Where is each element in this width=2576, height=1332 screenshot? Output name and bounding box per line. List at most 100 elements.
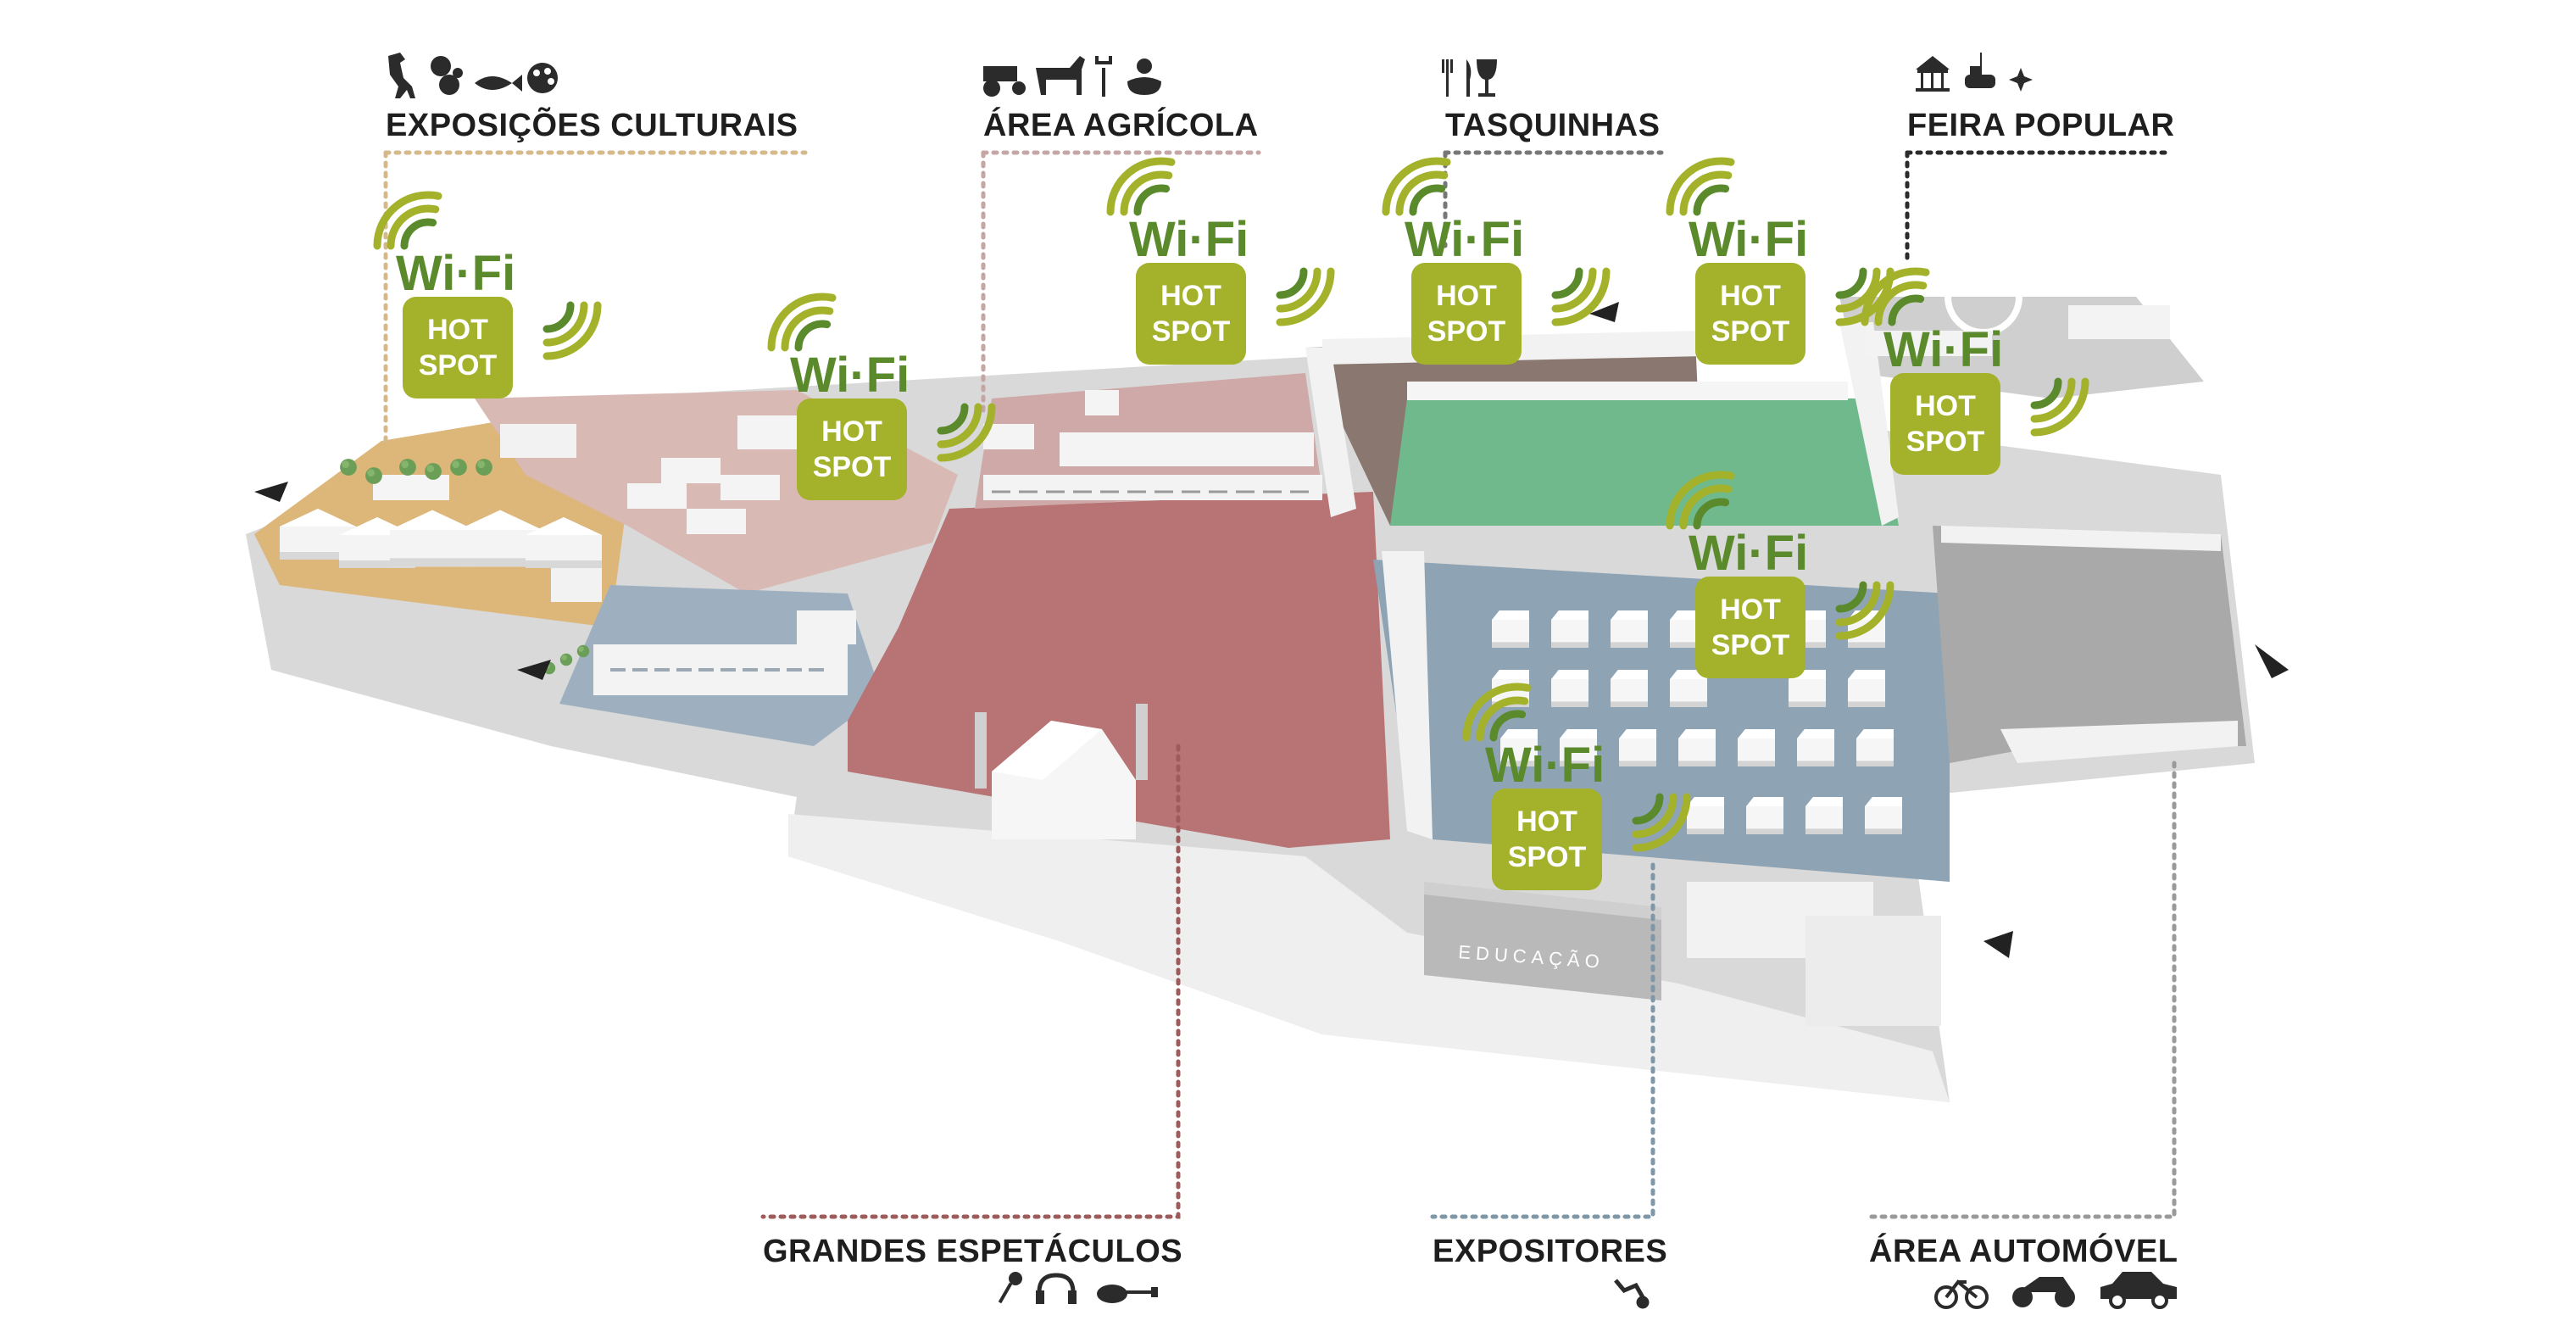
hotspot-line1: HOT — [427, 314, 488, 346]
fork-icon — [1442, 59, 1453, 97]
bumper-car-icon — [1965, 53, 1995, 88]
hotspot-line1: HOT — [1720, 280, 1781, 312]
entrance-arrow-north — [1589, 302, 1619, 322]
hotspot-line2: SPOT — [1711, 315, 1790, 348]
hotspot-badge — [1411, 263, 1522, 365]
palette-icon — [527, 63, 558, 93]
zone-automovel-label: ÁREA AUTOMÓVEL — [1869, 1232, 2178, 1269]
hotspot-badge — [1492, 789, 1602, 890]
zone-feira-label: FEIRA POPULAR — [1907, 108, 2174, 143]
wifi-signal-icon — [1106, 157, 1335, 326]
zone-tasquinhas-label: TASQUINHAS — [1445, 108, 1660, 143]
zone-expositores-ground — [1373, 560, 1950, 882]
hotspot-line1: HOT — [1915, 390, 1976, 422]
hotspot-line2: SPOT — [813, 451, 892, 483]
wifi-signal-icon — [767, 293, 996, 462]
headphones-icon — [1036, 1273, 1077, 1304]
hotspot-line1: HOT — [1516, 805, 1577, 838]
wine-glass-icon — [1477, 59, 1497, 97]
zone-tasquinhas-pitch — [1390, 398, 1899, 526]
wifi-signal-icon — [1462, 683, 1691, 852]
hotspot-badge — [1695, 577, 1805, 678]
zone-tasquinhas[interactable]: TASQUINHAS — [1442, 59, 1660, 143]
hotspot-line1: HOT — [1436, 280, 1497, 312]
feira-icons — [1916, 53, 2033, 92]
main-stage — [975, 704, 1148, 839]
zone-espetaculos-label: GRANDES ESPETÁCULOS — [763, 1232, 1182, 1269]
tractor-icon — [983, 66, 1026, 97]
horse-icon — [1036, 56, 1085, 95]
espetaculos-icons — [998, 1272, 1158, 1304]
automovel-icons — [1934, 1272, 2177, 1309]
culturais-icons — [388, 53, 558, 98]
hotspot-badge — [1136, 263, 1246, 365]
zone-agricola[interactable]: ÁREA AGRÍCOLA — [983, 56, 1259, 143]
sparkle-icon — [2009, 68, 2033, 92]
hotspot-line2: SPOT — [1508, 841, 1587, 873]
robot-arm-icon — [1614, 1279, 1650, 1309]
fish-icon — [475, 75, 522, 92]
zone-culturais-label: EXPOSIÇÕES CULTURAIS — [386, 106, 798, 143]
hotspot-badge — [1890, 373, 2000, 475]
squirrel-icon — [431, 56, 463, 95]
hotspot-line2: SPOT — [1906, 426, 1985, 458]
zone-agricola-label: ÁREA AGRÍCOLA — [983, 106, 1259, 143]
hotspot-line2: SPOT — [1711, 629, 1790, 661]
zone-automovel-ground — [1933, 526, 2246, 763]
entrance-arrow-east — [2255, 644, 2289, 678]
hotspot-badge — [403, 297, 513, 398]
pitchfork-icon — [1095, 56, 1112, 97]
zone-expositores[interactable]: EXPOSITORES — [1433, 1234, 1667, 1309]
zone-expositores-label: EXPOSITORES — [1433, 1234, 1667, 1269]
entrance-arrow-southeast — [1983, 931, 2013, 958]
zone-espetaculos[interactable]: GRANDES ESPETÁCULOS — [763, 1232, 1182, 1304]
entrance-arrow-west — [254, 482, 288, 502]
entrance-arrow-southwest — [517, 660, 551, 680]
zone-feira[interactable]: FEIRA POPULAR — [1907, 53, 2174, 143]
hotspot-line2: SPOT — [419, 349, 498, 382]
hotspot-line1: HOT — [1160, 280, 1221, 312]
hotspot-line1: HOT — [821, 415, 882, 448]
wifi-label: Wi·Fi — [790, 348, 910, 403]
wifi-signal-icon — [1861, 267, 2089, 437]
hotspot-badge — [1695, 263, 1805, 365]
knife-icon — [1466, 59, 1472, 97]
tasquinhas-icons — [1442, 59, 1497, 97]
hotspot-line1: HOT — [1720, 594, 1781, 626]
hotspot-badge — [797, 398, 907, 500]
wifi-label: Wi·Fi — [1689, 526, 1808, 581]
duck-icon — [1127, 59, 1161, 95]
wifi-signal-icon — [1666, 471, 1894, 640]
hotspot-line2: SPOT — [1427, 315, 1506, 348]
zone-automovel[interactable]: ÁREA AUTOMÓVEL — [1869, 1232, 2178, 1309]
wifi-label: Wi·Fi — [396, 246, 515, 301]
hotspot-line2: SPOT — [1152, 315, 1231, 348]
wifi-label: Wi·Fi — [1689, 212, 1808, 267]
wifi-label: Wi·Fi — [1405, 212, 1524, 267]
educacao-building: EDUCAÇÃO — [1424, 882, 1661, 1000]
wifi-label: Wi·Fi — [1485, 738, 1605, 793]
dinosaur-icon — [388, 53, 415, 98]
motorcycle-icon — [2012, 1277, 2075, 1307]
wifi-label: Wi·Fi — [1129, 212, 1249, 267]
car-icon — [2100, 1272, 2177, 1309]
guitar-icon — [1097, 1285, 1158, 1303]
wifi-label: Wi·Fi — [1883, 322, 2003, 377]
wifi-signal-icon — [373, 191, 602, 360]
leader-lines — [383, 150, 2177, 1219]
microphone-icon — [998, 1272, 1022, 1304]
bicycle-icon — [1934, 1279, 1989, 1309]
zone-culturais[interactable]: EXPOSIÇÕES CULTURAIS — [386, 53, 798, 143]
wifi-signal-icon — [1382, 157, 1611, 326]
carousel-icon — [1916, 56, 1950, 92]
agricola-icons — [983, 56, 1161, 97]
